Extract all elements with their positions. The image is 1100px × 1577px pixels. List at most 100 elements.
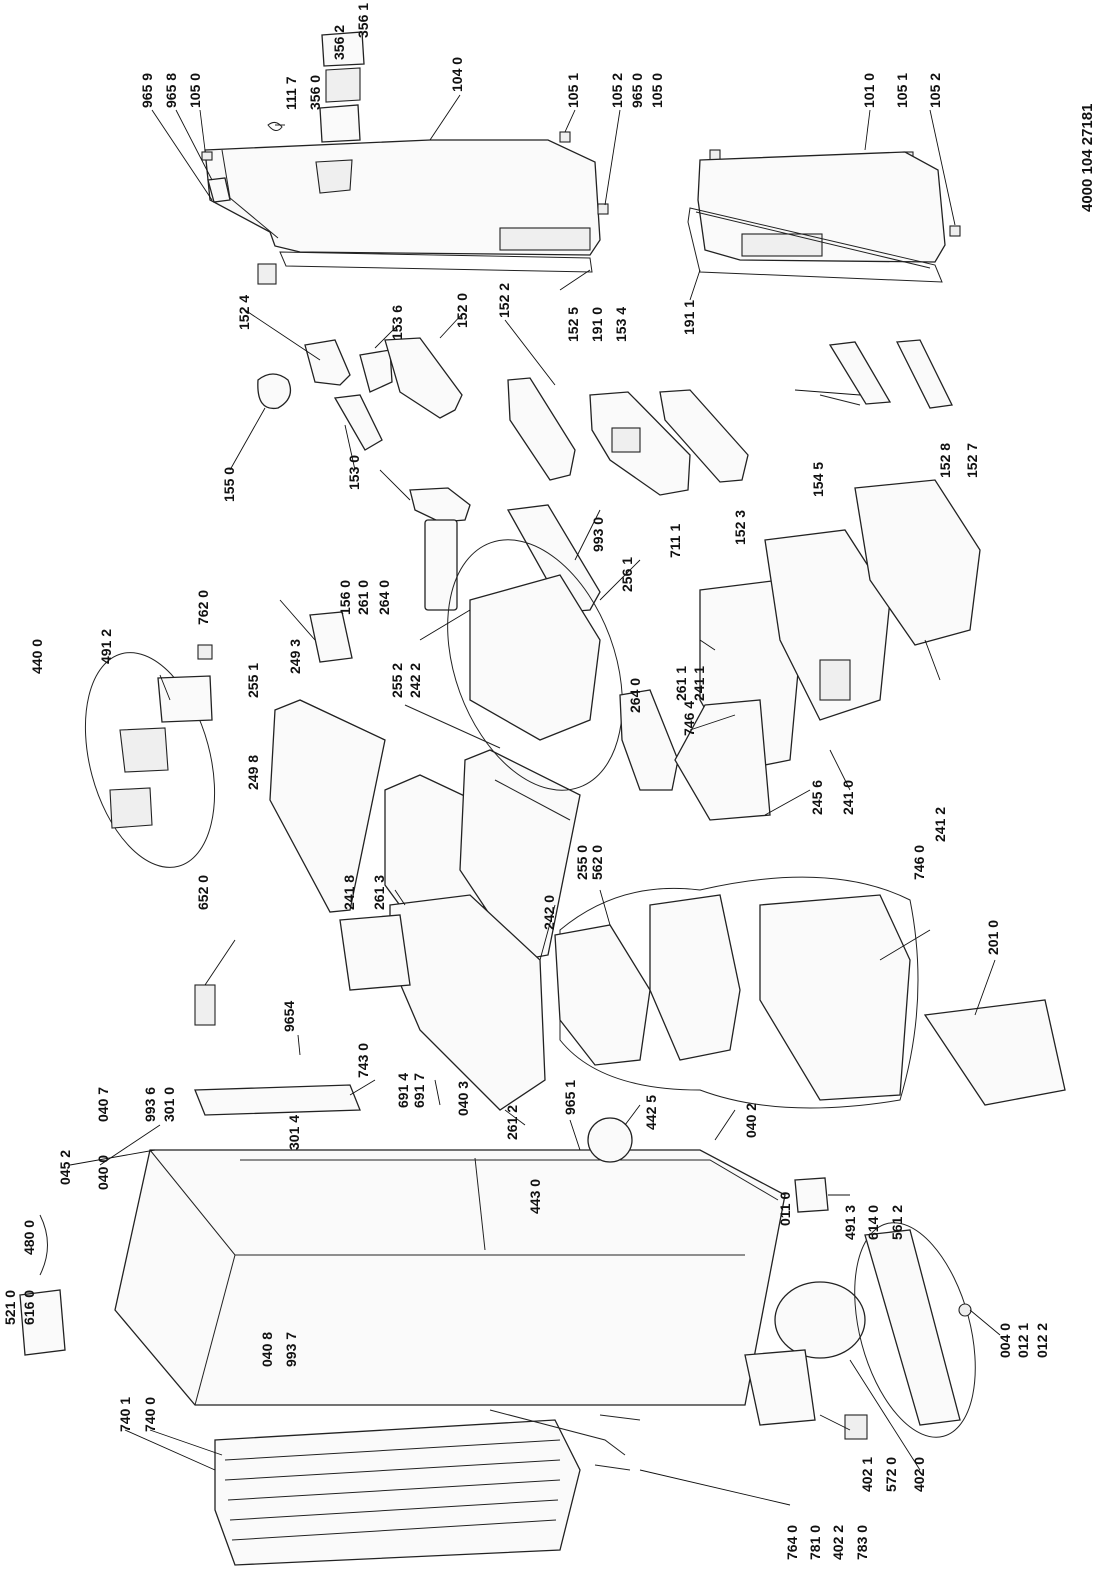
part-label: 255 2 [389,662,405,698]
cabinet [114,1149,786,1406]
part-label: 965 1 [562,1079,578,1115]
part-label: 241 8 [341,874,357,910]
part-label: 004 0 [997,1322,1013,1358]
part-label: 616 0 [21,1289,37,1325]
part-label: 040 0 [95,1154,111,1190]
part-label: 104 0 [449,56,465,92]
part-label: 152 3 [732,509,748,545]
egg-tray [309,611,353,663]
part-label: 040 8 [259,1331,275,1367]
part-label: 783 0 [854,1524,870,1560]
part-label: 965 0 [629,72,645,108]
control-module [19,1289,66,1356]
part-label: 9654 [281,1000,297,1032]
part-label: 356 0 [307,74,323,110]
part-label: 152 8 [937,442,953,478]
part-label: 241 2 [932,806,948,842]
part-label: 152 2 [496,282,512,318]
part-label: 241 0 [840,779,856,815]
part-label: 740 0 [142,1396,158,1432]
fan-motor [587,1117,633,1163]
part-label: 241 1 [691,665,707,701]
part-label: 993 6 [142,1086,158,1122]
part-label: 011 0 [777,1191,793,1226]
part-label: 301 4 [286,1114,302,1150]
ice-tray [257,373,292,410]
part-label: 101 0 [861,72,877,108]
part-label: 153 4 [613,306,629,342]
part-label: 764 0 [784,1524,800,1560]
part-label: 402 0 [911,1456,927,1492]
document-number: 4000 104 27181 [1079,103,1096,212]
part-label: 746 0 [911,844,927,880]
tubes [39,1214,641,1471]
part-label: 691 7 [411,1072,427,1108]
part-label: 691 4 [395,1072,411,1108]
rack-and-bracket [619,689,771,821]
part-label: 965 9 [139,72,155,108]
part-label: 442 5 [643,1094,659,1130]
part-label: 105 0 [649,72,665,108]
part-label: 249 8 [245,754,261,790]
part-label: 491 2 [98,628,114,664]
cover-743 [194,1084,361,1116]
part-label: 762 0 [195,589,211,625]
part-label: 562 0 [589,844,605,880]
part-label: 012 1 [1015,1322,1031,1358]
part-label: 993 0 [590,516,606,552]
part-label: 012 2 [1034,1322,1050,1358]
part-label: 040 7 [95,1086,111,1122]
part-label: 152 0 [454,292,470,328]
part-label: 191 1 [681,299,697,335]
part-label: 242 2 [407,662,423,698]
part-label: 443 0 [527,1178,543,1214]
part-label: 152 4 [236,294,252,330]
top-rails [409,487,601,613]
part-label: 156 0 [337,579,353,615]
part-label: 255 1 [245,662,261,698]
part-label: 153 0 [346,454,362,490]
part-label: 191 0 [589,306,605,342]
part-label: 652 0 [195,874,211,910]
door-bins [304,337,749,496]
part-label: 242 0 [541,894,557,930]
drawer-242-2 [447,539,623,791]
part-label: 155 0 [221,466,237,502]
part-label: 301 0 [161,1086,177,1122]
part-label: 201 0 [985,919,1001,955]
part-label: 105 1 [565,72,581,108]
part-label: 105 1 [894,72,910,108]
part-label: 105 0 [187,72,203,108]
compressor-group [744,1281,868,1440]
part-491-3 [794,1177,829,1213]
part-label: 152 5 [565,306,581,342]
part-label: 614 0 [865,1204,881,1240]
part-label: 746 4 [681,700,697,736]
part-label: 781 0 [807,1524,823,1560]
part-label: 561 2 [889,1204,905,1240]
part-label: 965 8 [163,72,179,108]
part-label: 261 0 [355,579,371,615]
part-label: 261 2 [504,1104,520,1140]
part-label: 440 0 [29,638,45,674]
part-label: 491 3 [842,1204,858,1240]
part-label: 402 1 [859,1456,875,1492]
part-652 [194,984,216,1026]
part-label: 261 3 [371,874,387,910]
glass-shelves [269,699,581,966]
part-label: 743 0 [355,1042,371,1078]
part-label: 993 7 [283,1331,299,1367]
control-panel-parts [267,31,365,143]
part-label: 255 0 [574,844,590,880]
part-label: 111 7 [283,76,299,111]
part-label: 040 2 [743,1102,759,1138]
part-label: 105 2 [927,72,943,108]
part-label: 264 0 [376,579,392,615]
drawer-242-0 [339,894,546,1111]
part-label: 249 3 [287,638,303,674]
part-label: 040 3 [455,1080,471,1116]
part-label: 356 2 [331,24,347,60]
part-label: 572 0 [883,1456,899,1492]
part-label: 521 0 [2,1289,18,1325]
